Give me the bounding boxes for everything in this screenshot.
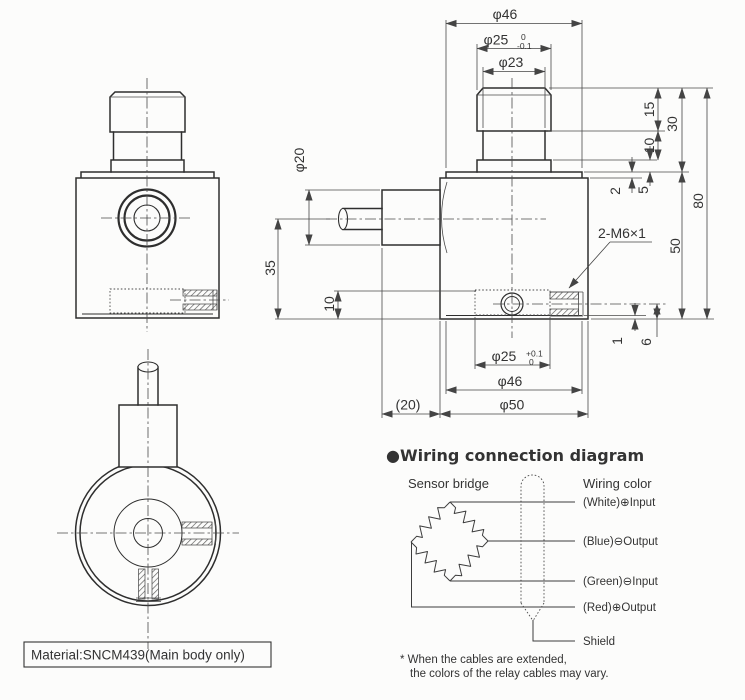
- dim-35: 35: [262, 260, 278, 276]
- front-centerlines: [101, 78, 193, 332]
- dim-phi50: φ50: [500, 397, 525, 413]
- bottom-centerlines: [57, 349, 239, 649]
- dimensions: φ46 φ25 0 -0.1 φ23 15 10 30 50 80 2 5 1 …: [262, 6, 714, 418]
- wire-label-green-input: (Green)⊖Input: [583, 576, 659, 588]
- dim-20-ref: (20): [396, 397, 421, 413]
- dim-phi46-top: φ46: [493, 6, 518, 22]
- side-centerlines: [326, 78, 666, 338]
- dim-phi25-top: φ25: [484, 32, 509, 48]
- dim-phi25-bottom-tol-lower: 0: [529, 357, 534, 367]
- wire-label-shield: Shield: [583, 636, 615, 648]
- sensor-bridge-symbol: [410, 501, 489, 582]
- material-label-box: Material:SNCM439(Main body only): [23, 641, 272, 668]
- wiring-note-line2: the colors of the relay cables may vary.: [410, 668, 609, 680]
- dim-2: 2: [607, 187, 623, 195]
- dim-10-left: 10: [321, 296, 337, 312]
- dim-phi23: φ23: [499, 54, 524, 70]
- dim-80: 80: [690, 193, 706, 209]
- dim-30: 30: [664, 116, 680, 132]
- sensor-bridge-label: Sensor bridge: [408, 476, 489, 491]
- dim-phi20: φ20: [291, 147, 307, 172]
- wire-label-white-input: (White)⊕Input: [583, 497, 656, 509]
- side-connector: [381, 189, 441, 246]
- dim-phi25-top-tol-upper: 0: [521, 32, 526, 42]
- front-boss-outline: [109, 91, 186, 133]
- dim-6: 6: [638, 338, 654, 346]
- cable-sheath: [520, 474, 545, 621]
- front-body-outline: [75, 177, 220, 319]
- wire-label-blue-output: (Blue)⊖Output: [583, 536, 659, 548]
- dim-10-right: 10: [641, 138, 657, 154]
- dim-5: 5: [635, 186, 651, 194]
- side-view: [326, 78, 666, 338]
- front-view: [75, 78, 229, 332]
- wiring-title: ●Wiring connection diagram: [386, 446, 644, 465]
- bottom-view: [57, 349, 239, 649]
- bottom-thread-right: [181, 521, 216, 546]
- wiring-color-label: Wiring color: [583, 476, 652, 491]
- material-label: Material:SNCM439(Main body only): [31, 648, 245, 663]
- wiring-diagram: ●Wiring connection diagram Sensor bridge…: [386, 446, 659, 680]
- dim-1: 1: [609, 337, 625, 345]
- dim-50: 50: [667, 238, 683, 254]
- dim-phi46-bottom: φ46: [498, 373, 523, 389]
- thread-callout: 2-M6×1: [598, 225, 646, 241]
- front-hidden-slot: [109, 288, 186, 314]
- side-boss-outline: [476, 87, 552, 132]
- dim-phi25-bottom-tol-upper: +0.1: [526, 349, 543, 359]
- bottom-thread-lower: [136, 568, 161, 602]
- side-thread-hole: [549, 291, 584, 317]
- wiring-note-line1: * When the cables are extended,: [400, 654, 567, 666]
- lead-wires: [411, 501, 575, 642]
- dim-phi25-top-tol-lower: -0.1: [517, 41, 532, 51]
- dim-15: 15: [641, 102, 657, 118]
- wire-label-red-output: (Red)⊕Output: [583, 602, 657, 614]
- dim-phi25-bottom: φ25: [492, 348, 517, 364]
